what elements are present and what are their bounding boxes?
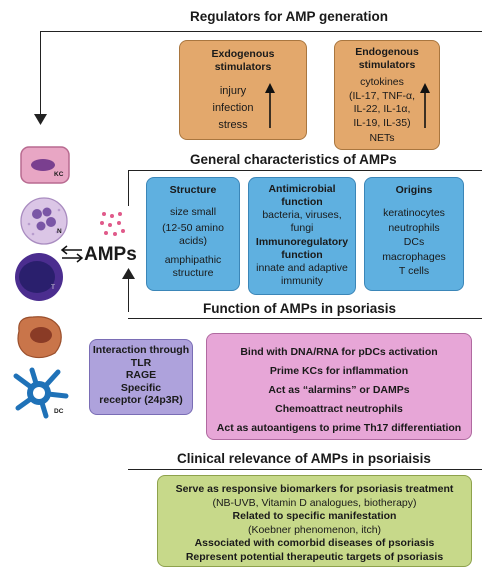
interaction-line: TLR bbox=[130, 356, 152, 369]
function-divider bbox=[128, 318, 482, 319]
clinical-item: Serve as responsive biomarkers for psori… bbox=[175, 483, 454, 495]
structure-item: acids) bbox=[178, 235, 207, 247]
interaction-line: receptor (24p3R) bbox=[99, 394, 183, 406]
clinical-item: Associated with comorbid diseases of pso… bbox=[194, 537, 435, 549]
interaction-line: RAGE bbox=[125, 369, 157, 381]
antimicrobial-item: fungi bbox=[290, 222, 314, 234]
amps-label: AMPs bbox=[84, 244, 137, 265]
section-title-characteristics: General characteristics of AMPs bbox=[190, 152, 397, 167]
function-item: Act as “alarmins” or DAMPs bbox=[268, 384, 410, 396]
exogenous-item: stress bbox=[218, 119, 248, 131]
function-item: Bind with DNA/RNA for pDCs activation bbox=[240, 346, 438, 358]
t-cell: T bbox=[13, 252, 65, 302]
structure-item: amphipathic bbox=[164, 254, 222, 266]
endogenous-item: cytokines bbox=[360, 76, 404, 88]
double-arrow-icon bbox=[60, 245, 84, 263]
function-item: Act as autoantigens to prime Th17 differ… bbox=[216, 422, 462, 434]
characteristics-connector bbox=[128, 170, 129, 206]
exogenous-item: injury bbox=[219, 85, 247, 97]
origins-item: T cells bbox=[398, 265, 430, 277]
t-cell-icon bbox=[15, 253, 63, 301]
endogenous-title-1: Endogenous bbox=[355, 46, 419, 58]
endogenous-title-2: stimulators bbox=[358, 59, 416, 71]
origins-item: neutrophils bbox=[388, 221, 440, 234]
characteristics-divider bbox=[128, 170, 482, 171]
function-list-box: Bind with DNA/RNA for pDCs activation Pr… bbox=[206, 333, 472, 440]
n-label: N bbox=[57, 228, 62, 235]
exogenous-stimulators-box: Exdogenous stimulators injury infection … bbox=[179, 40, 307, 140]
dendritic-cell-icon bbox=[13, 367, 69, 419]
t-label: T bbox=[51, 284, 55, 291]
interaction-line: Specific bbox=[120, 381, 162, 394]
endogenous-stimulators-box: Endogenous stimulators cytokines (IL-17,… bbox=[334, 40, 440, 150]
clinical-item: (NB-UVB, Vitamin D analogues, biotherapy… bbox=[212, 496, 417, 509]
structure-box: Structure size small (12-50 amino acids)… bbox=[146, 177, 240, 291]
neutrophil-cell: N bbox=[19, 196, 71, 246]
macrophage-cell bbox=[13, 313, 65, 361]
clinical-item: Related to specific manifestation bbox=[232, 510, 397, 522]
immunoregulatory-item: innate and adaptive bbox=[256, 262, 348, 274]
neutrophil-icon bbox=[20, 197, 68, 245]
interaction-box: Interaction through TLR RAGE Specific re… bbox=[89, 339, 193, 415]
origins-item: keratinocytes bbox=[383, 207, 445, 219]
immunoregulatory-item: immunity bbox=[280, 275, 323, 287]
origins-item: DCs bbox=[403, 236, 425, 248]
amp-peptides-icon bbox=[100, 212, 125, 236]
exogenous-title-1: Exdogenous bbox=[211, 48, 275, 60]
arrow-up-icon bbox=[122, 268, 135, 279]
immunoregulatory-title-1: Immunoregulatory bbox=[255, 236, 349, 248]
function-box: Antimicrobial function bacteria, viruses… bbox=[248, 177, 356, 295]
origins-item: macrophages bbox=[382, 250, 446, 263]
arrow-up-icon bbox=[265, 83, 275, 128]
section-title-clinical: Clinical relevance of AMPs in psoriaisis bbox=[177, 451, 431, 466]
structure-item: structure bbox=[172, 267, 214, 279]
function-item: Chemoattract neutrophils bbox=[275, 403, 403, 415]
clinical-list: Serve as responsive biomarkers for psori… bbox=[158, 483, 471, 564]
dendritic-cell: DC bbox=[8, 366, 70, 420]
origins-title: Origins bbox=[395, 184, 433, 196]
antimicrobial-item: bacteria, viruses, bbox=[262, 209, 342, 221]
macrophage-icon bbox=[17, 316, 62, 359]
clinical-box: Serve as responsive biomarkers for psori… bbox=[157, 475, 472, 567]
function-connector bbox=[128, 276, 129, 312]
kc-label: KC bbox=[54, 171, 64, 178]
keratinocyte-icon bbox=[20, 146, 70, 184]
endogenous-item: (IL-17, TNF-α, bbox=[349, 89, 415, 102]
arrow-up-icon bbox=[420, 83, 430, 128]
regulators-arrow-stem bbox=[40, 31, 41, 119]
regulators-divider bbox=[40, 31, 482, 32]
antimicrobial-title-2: function bbox=[281, 196, 323, 208]
exogenous-title-2: stimulators bbox=[214, 61, 272, 73]
function-item: Prime KCs for inflammation bbox=[269, 365, 409, 377]
exogenous-item: infection bbox=[212, 102, 254, 114]
section-title-regulators: Regulators for AMP generation bbox=[190, 9, 389, 24]
structure-item: (12-50 amino bbox=[162, 222, 224, 234]
dc-label: DC bbox=[54, 408, 64, 415]
endogenous-item: NETs bbox=[369, 132, 395, 144]
endogenous-item: IL-19, IL-35) bbox=[353, 116, 411, 129]
section-title-function: Function of AMPs in psoriasis bbox=[203, 301, 397, 316]
origins-box: Origins keratinocytes neutrophils DCs ma… bbox=[364, 177, 464, 291]
immunoregulatory-title-2: function bbox=[281, 249, 323, 261]
keratinocyte-cell: KC bbox=[19, 145, 73, 185]
clinical-item: (Koebner phenomenon, itch) bbox=[247, 523, 382, 536]
arrow-down-icon bbox=[34, 114, 47, 125]
antimicrobial-title-1: Antimicrobial bbox=[268, 183, 336, 195]
endogenous-item: IL-22, IL-1α, bbox=[353, 103, 411, 115]
structure-item: size small bbox=[169, 206, 217, 218]
clinical-item: Represent potential therapeutic targets … bbox=[185, 550, 444, 563]
clinical-divider bbox=[128, 469, 482, 470]
interaction-line: Interaction through bbox=[92, 344, 190, 356]
structure-title: Structure bbox=[169, 184, 217, 196]
